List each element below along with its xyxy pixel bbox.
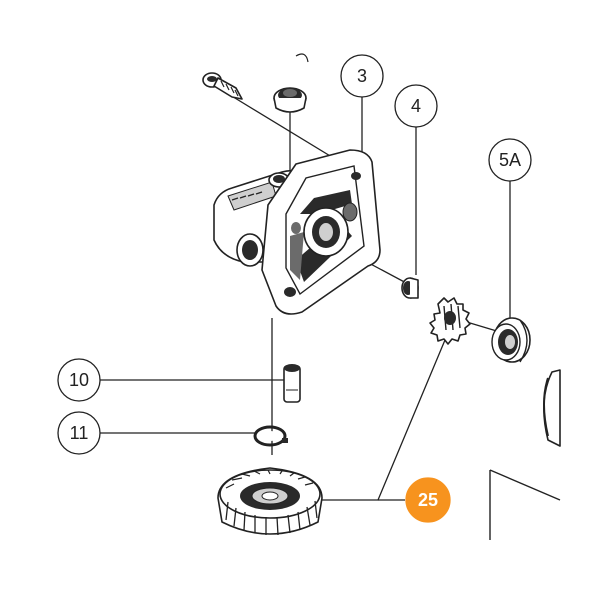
callout-label-25: 25 — [418, 490, 438, 510]
bevel-gear-part — [217, 467, 323, 536]
callout-10: 10 — [57, 358, 101, 402]
partial-part-right — [489, 369, 561, 540]
bearing-part — [491, 317, 531, 363]
pinion-gear-part — [429, 297, 471, 345]
partial-part-top — [295, 53, 309, 63]
callout-25: 25 — [405, 477, 451, 523]
grommet-part — [273, 87, 307, 113]
screw-part — [202, 72, 243, 100]
callout-label-4: 4 — [411, 96, 421, 116]
callout-label-11: 11 — [70, 423, 89, 443]
callout-4: 4 — [394, 84, 438, 128]
snap-ring-part — [253, 425, 288, 447]
callout-label-5a: 5A — [499, 150, 521, 170]
callout-label-3: 3 — [357, 66, 367, 86]
leader-screw-to-housing — [229, 94, 346, 166]
callout-5a: 5A — [488, 138, 532, 182]
pin-part — [283, 364, 301, 403]
gear-housing-part — [213, 149, 381, 315]
callout-11: 11 — [57, 411, 101, 455]
leader-25-pinion — [320, 339, 446, 501]
callout-3: 3 — [340, 54, 384, 98]
callout-label-10: 10 — [69, 370, 89, 390]
bushing-part — [401, 277, 419, 299]
